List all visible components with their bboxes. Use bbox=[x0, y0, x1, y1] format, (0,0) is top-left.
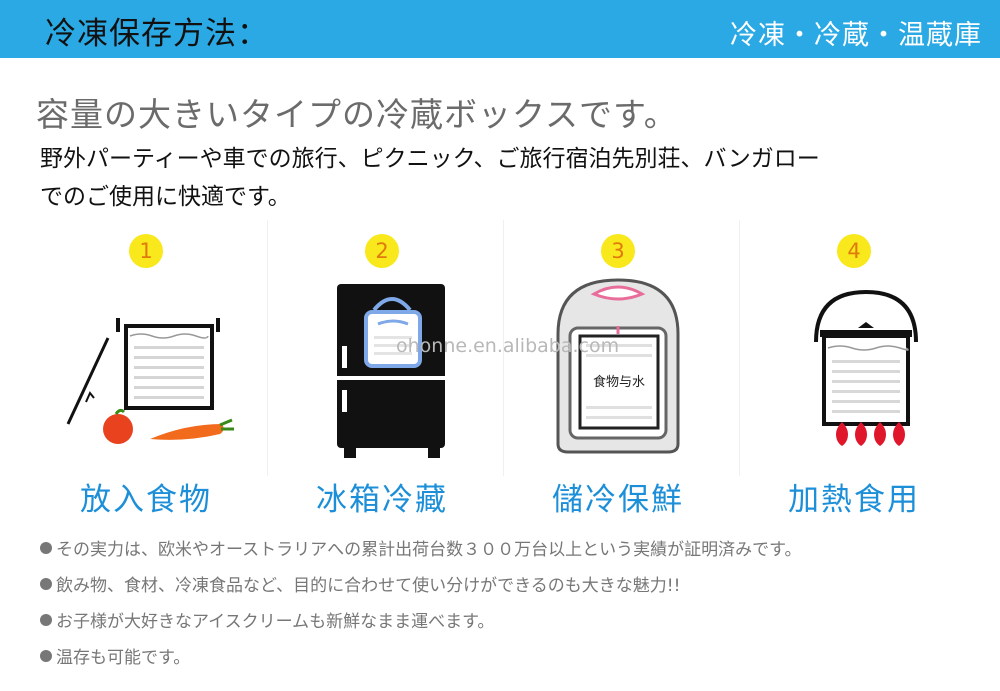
step-1-panel: 1 放入食物 bbox=[30, 212, 268, 520]
step-number-badge: 3 bbox=[601, 234, 635, 268]
header-bar: 冷凍保存方法： 冷凍・冷蔵・温蔵庫 bbox=[0, 0, 1000, 58]
description-line: でのご使用に快適です。 bbox=[40, 184, 291, 210]
bullet-icon bbox=[40, 542, 52, 554]
header-category-text: 冷凍・冷蔵・温蔵庫 bbox=[730, 20, 982, 51]
note-item: その実力は、欧米やオーストラリアへの累計出荷台数３００万台以上という実績が証明済… bbox=[40, 538, 980, 574]
step-number-badge: 2 bbox=[365, 234, 399, 268]
step-3-panel: 3 食物与水 儲冷保鮮 bbox=[502, 212, 740, 520]
step-label: 放入食物 bbox=[80, 482, 212, 518]
heating-pot-icon bbox=[814, 289, 918, 446]
step-label: 儲冷保鮮 bbox=[552, 482, 684, 518]
steps-panels: 1 放入食物 2 bbox=[18, 212, 984, 520]
refrigerator-icon bbox=[337, 284, 445, 458]
cooler-inner-text: 食物与水 bbox=[593, 374, 645, 390]
note-item: 飲み物、食材、冷凍食品など、目的に合わせて使い分けができるのも大きな魅力!! bbox=[40, 574, 980, 610]
step-number-badge: 1 bbox=[129, 234, 163, 268]
note-item: 温存も可能です。 bbox=[40, 646, 980, 682]
bullet-icon bbox=[40, 578, 52, 590]
step-4-panel: 4 加熱食用 bbox=[738, 212, 970, 520]
page-title: 冷凍保存方法： bbox=[45, 16, 269, 52]
tagline: 容量の大きいタイプの冷蔵ボックスです。 bbox=[36, 95, 678, 134]
step-label: 冰箱冷藏 bbox=[316, 482, 448, 518]
pot-with-food-icon bbox=[66, 318, 234, 444]
step-2-panel: 2 冰箱冷藏 bbox=[266, 212, 504, 520]
cooler-bag-icon: 食物与水 bbox=[556, 278, 680, 454]
step-number-badge: 4 bbox=[837, 234, 871, 268]
description-line: 野外パーティーや車での旅行、ピクニック、ご旅行宿泊先別荘、バンガロー bbox=[40, 146, 820, 172]
bullet-icon bbox=[40, 614, 52, 626]
note-item: お子様が大好きなアイスクリームも新鮮なまま運べます。 bbox=[40, 610, 980, 646]
bullet-icon bbox=[40, 650, 52, 662]
feature-notes: その実力は、欧米やオーストラリアへの累計出荷台数３００万台以上という実績が証明済… bbox=[40, 538, 980, 682]
step-label: 加熱食用 bbox=[788, 482, 920, 518]
description: 野外パーティーや車での旅行、ピクニック、ご旅行宿泊先別荘、バンガロー でのご使用… bbox=[40, 140, 980, 216]
watermark: ohonne.en.alibaba.com bbox=[396, 335, 620, 357]
